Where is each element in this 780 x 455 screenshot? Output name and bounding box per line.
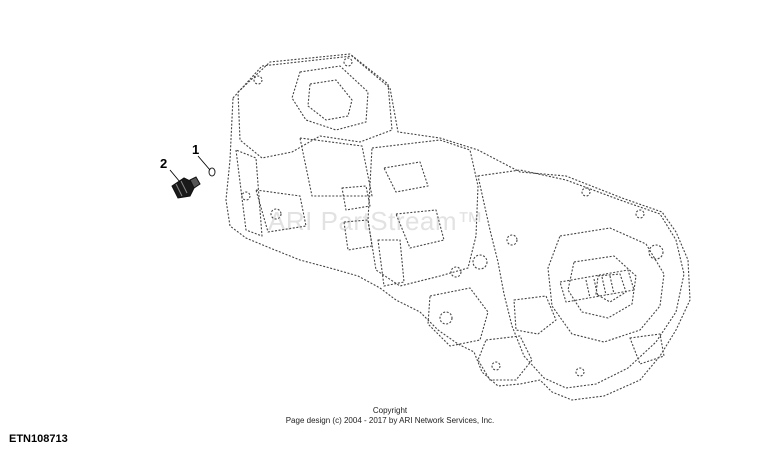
plug-fitting-part-2 (171, 176, 201, 199)
washer-part-1 (208, 167, 216, 177)
output-shaft (559, 269, 635, 303)
callout-label-2[interactable]: 2 (160, 156, 168, 171)
housing-outline (225, 55, 691, 401)
watermark-text: ARI PartStream™ (268, 206, 484, 236)
front-flange (237, 53, 393, 159)
copyright-title: Copyright (372, 406, 408, 415)
leader-line-2 (169, 169, 181, 183)
rear-case (477, 169, 685, 389)
center-case (367, 139, 479, 287)
callout-label-1[interactable]: 1 (192, 142, 200, 157)
diagram-id-label: ETN108713 (9, 433, 68, 445)
copyright-notice: Page design (c) 2004 - 2017 by ARI Netwo… (285, 416, 495, 425)
leader-line-1 (197, 155, 211, 171)
